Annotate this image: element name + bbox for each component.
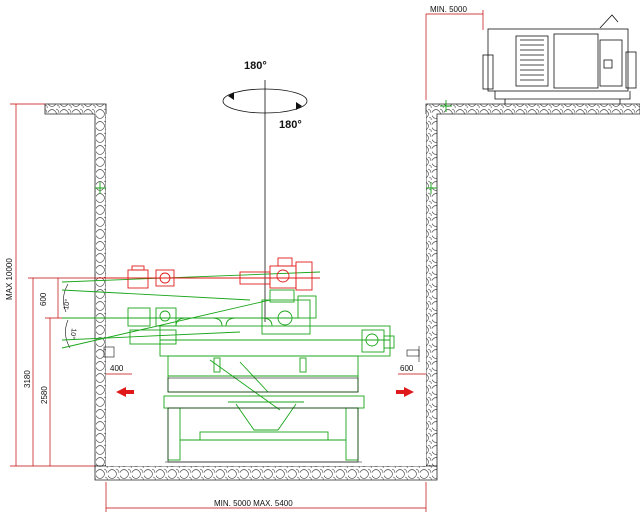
dim-400: 400: [110, 364, 124, 373]
dim-bottom-width: MIN. 5000 MAX. 5400: [105, 482, 427, 512]
rotary-head-raised: [127, 257, 313, 291]
dim-600: 600: [39, 292, 48, 306]
rotation-side-label: 180°: [279, 119, 302, 131]
dim-clearance-left: 400: [106, 364, 134, 397]
rig-outline-accents: [103, 346, 420, 463]
rotation-top-label: 180°: [244, 60, 267, 72]
angle-marks: 10° 10°: [62, 283, 78, 349]
dim-2580: 2580: [40, 386, 49, 404]
angle-10-lower: 10°: [68, 328, 78, 340]
dim-top-label: MIN. 5000: [430, 5, 467, 14]
pit-floor: [94, 465, 438, 481]
angle-10-upper: 10°: [62, 298, 72, 310]
rotation-symbol: 180° 180°: [222, 60, 308, 322]
dim-top-min: MIN. 5000: [425, 5, 484, 100]
power-pack-unit: [482, 14, 637, 104]
dim-bottom-label: MIN. 5000 MAX. 5400: [214, 499, 293, 508]
wall-anchors: [95, 100, 452, 194]
dim-3180: 3180: [23, 370, 32, 388]
pit-walls: [44, 103, 640, 481]
dim-clearance-right: 600: [396, 364, 426, 397]
dim-left-group: MAX 10000 3180 2580 600: [5, 103, 120, 467]
right-wall: [425, 103, 640, 467]
dim-max-height: MAX 10000: [5, 258, 14, 300]
left-wall: [44, 103, 107, 467]
dim-600-right: 600: [400, 364, 414, 373]
